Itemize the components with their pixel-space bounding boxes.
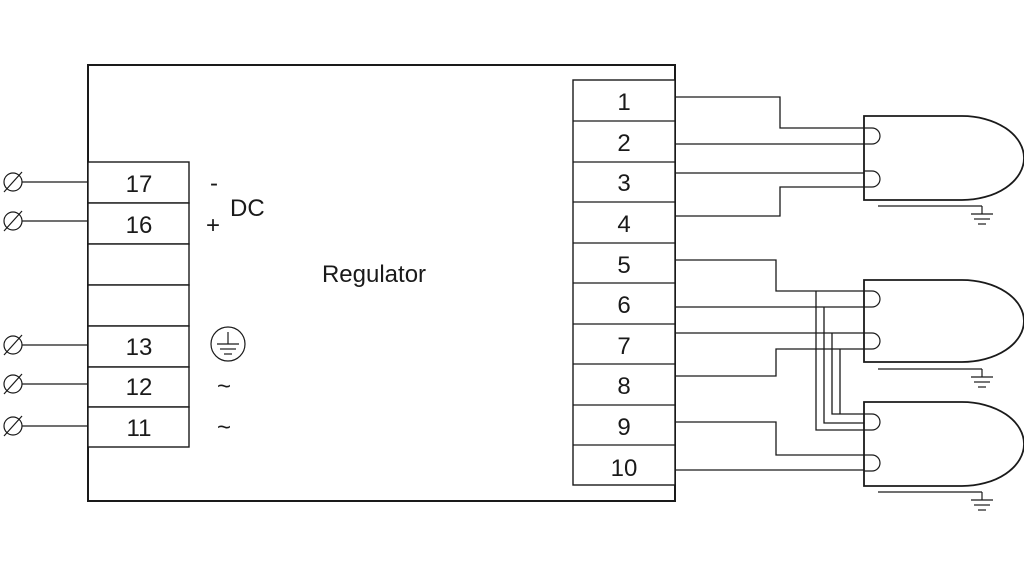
left-terminal-block: 17 16 13 12 11 <box>87 161 190 448</box>
terminal-blank-2 <box>87 284 190 327</box>
terminal-blank-1 <box>87 243 190 286</box>
terminal-label-16: 16 <box>126 212 153 239</box>
terminal-label-11: 11 <box>127 415 152 442</box>
terminal-label-3: 3 <box>617 170 630 197</box>
connector-symbol-13 <box>3 334 88 356</box>
terminal-label-7: 7 <box>617 333 630 360</box>
terminal-11 <box>87 406 190 448</box>
ac-symbol-12: ~ <box>217 373 231 400</box>
terminal-label-10: 10 <box>611 455 638 482</box>
lamp-2 <box>863 279 1024 388</box>
right-terminal-block: 1 2 3 4 5 6 7 8 9 10 <box>572 79 676 486</box>
regulator-label: Regulator <box>322 261 426 288</box>
terminal-label-4: 4 <box>617 211 630 238</box>
protective-earth-icon <box>210 326 246 362</box>
minus-sign: - <box>210 170 218 197</box>
terminal-label-17: 17 <box>126 171 153 198</box>
terminal-label-2: 2 <box>617 130 630 157</box>
terminal-label-5: 5 <box>617 252 630 279</box>
connector-symbol-17 <box>3 171 88 193</box>
terminal-label-8: 8 <box>617 373 630 400</box>
terminal-label-1: 1 <box>617 89 630 116</box>
terminal-label-12: 12 <box>126 374 153 401</box>
lamp-3 <box>863 401 1024 511</box>
terminal-label-13: 13 <box>126 334 153 361</box>
left-input-connectors <box>3 171 88 437</box>
dc-label: DC <box>230 195 265 222</box>
terminal-label-6: 6 <box>617 292 630 319</box>
connector-symbol-16 <box>3 210 88 232</box>
plus-sign: + <box>206 212 220 239</box>
connector-symbol-12 <box>3 373 88 395</box>
terminal-13 <box>87 325 190 368</box>
terminal-17 <box>87 161 190 204</box>
connector-symbol-11 <box>3 415 88 437</box>
ac-symbol-11: ~ <box>217 414 231 441</box>
lamp-wiring <box>675 96 864 471</box>
terminal-label-9: 9 <box>617 414 630 441</box>
lamp-1 <box>863 115 1024 225</box>
